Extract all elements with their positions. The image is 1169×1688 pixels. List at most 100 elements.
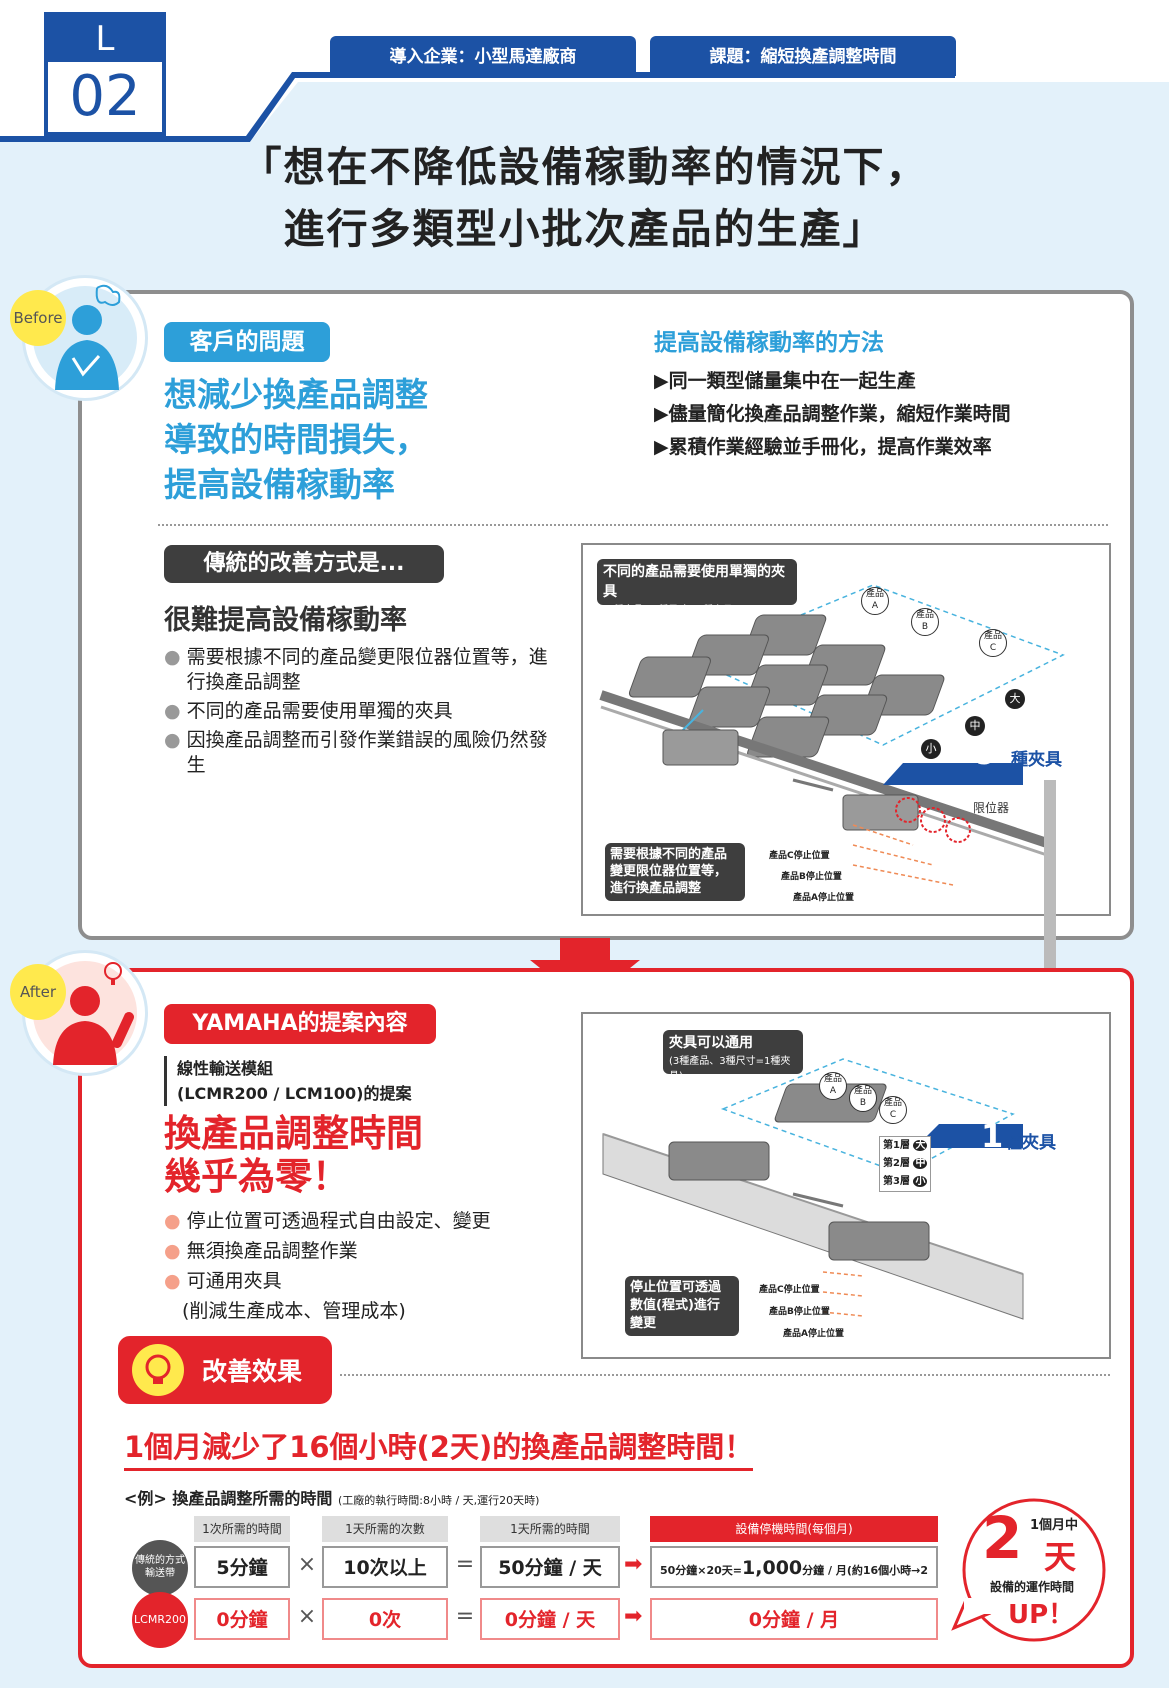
list-item: ●停止位置可透過程式自由設定、變更 [164, 1210, 491, 1232]
row2-result: 0分鐘 / 月 [650, 1598, 938, 1640]
callout-sub: (3種產品、3種尺寸=1種夾具) [669, 1056, 791, 1082]
badge-letter: L [48, 16, 162, 62]
size-small-marker: 小 [913, 1176, 928, 1187]
headline-line: 幾乎為零！ [164, 1155, 349, 1198]
product-a-marker: 產品 A [819, 1072, 847, 1100]
jig-count-number: 9 [975, 734, 998, 772]
traditional-sub: 很難提高設備稼動率 [164, 605, 407, 636]
company-tag: 導入企業：小型馬達廠商 [330, 36, 636, 76]
method-item: ▶同一類型儲量集中在一起生產 [654, 370, 916, 392]
result-bubble [951, 1498, 1106, 1642]
problem-pill: 客戶的問題 [164, 322, 330, 362]
page-title-line2: 進行多類型小批次產品的生產」 [283, 205, 886, 253]
col-head: 1天所需的次數 [322, 1516, 448, 1542]
page-title-line1: 「想在不降低設備稼動率的情況下， [240, 143, 929, 191]
method-list: ▶同一類型儲量集中在一起生產 ▶儘量簡化換產品調整作業，縮短作業時間 ▶累積作業… [654, 365, 1011, 464]
row2-cell: 0分鐘 [194, 1598, 290, 1640]
product-c-marker: 產品 C [979, 629, 1007, 657]
row1-cell: 5分鐘 [194, 1546, 290, 1588]
bubble-up: UP！ [1008, 1600, 1075, 1630]
list-item: ●因換產品調整而引發作業錯誤的風險仍然發生 [164, 728, 554, 778]
stop-a-label: 產品A停止位置 [783, 1329, 844, 1339]
module-line: 線性輸送模組 [177, 1059, 274, 1078]
before-label: Before [10, 290, 66, 346]
layer-legend: 第1層 大 第2層 中 第3層 小 [879, 1136, 932, 1192]
result-big: 1,000 [742, 1557, 803, 1579]
problem-line: 導致的時間損失， [164, 420, 428, 459]
module-desc: 線性輸送模組 (LCMR200 / LCM100)的提案 [164, 1056, 411, 1106]
stop-b-label: 產品B停止位置 [781, 872, 842, 882]
method-title: 提高設備稼動率的方法 [654, 330, 884, 356]
bullet-text: 不同的產品需要使用單獨的夾具 [186, 700, 453, 722]
example-label: <例> 換產品調整所需的時間 [124, 1489, 333, 1508]
list-item: ●可通用夾具 [164, 1270, 282, 1292]
jig-count-number: 1 [981, 1117, 1004, 1155]
idea-person-icon [33, 961, 137, 1065]
row2-cell: 0分鐘 / 天 [480, 1598, 620, 1640]
layer-row: 第3層 小 [883, 1173, 928, 1191]
callout-title: 夾具可以通用 [669, 1035, 753, 1051]
list-item: ●無須換產品調整作業 [164, 1240, 358, 1262]
after-label: After [10, 964, 66, 1020]
row1-label: 傳統的方式 輸送帶 [132, 1540, 188, 1596]
after-bullets: ●停止位置可透過程式自由設定、變更 ●無須換產品調整作業 ●可通用夾具 (削減生… [164, 1206, 491, 1326]
header-lines [0, 72, 1169, 160]
product-c-marker: 產品 C [879, 1096, 907, 1124]
issue-tag: 課題：縮短換產調整時間 [650, 36, 956, 76]
nine-jig-illustration [599, 584, 1065, 886]
problem-line: 想減少換產品調整 [164, 375, 428, 414]
col-head: 設備停機時間(每個月) [650, 1516, 938, 1542]
stop-b-label: 產品B停止位置 [769, 1307, 830, 1317]
row1-cell: 50分鐘 / 天 [480, 1546, 620, 1588]
col-head: 1次所需的時間 [194, 1516, 290, 1542]
list-item: ●需要根據不同的產品變更限位器位置等，進行換產品調整 [164, 645, 554, 695]
list-item: ●不同的產品需要使用單獨的夾具 [164, 700, 453, 722]
jig-count-unit: 種夾具 [1011, 750, 1062, 770]
bullet-text: 因換產品調整而引發作業錯誤的風險仍然發生 [186, 729, 548, 776]
after-headline: 換產品調整時間 幾乎為零！ [164, 1112, 423, 1198]
limiter-label: 限位器 [973, 801, 1010, 815]
bubble-day: 天 [1044, 1538, 1077, 1576]
traditional-bullets: ●需要根據不同的產品變更限位器位置等，進行換產品調整 ●不同的產品需要使用單獨的… [164, 645, 554, 778]
callout-title: 不同的產品需要使用單獨的夾具 [603, 564, 785, 600]
after-note: 停止位置可透過 數值(程式)進行 變更 [625, 1276, 739, 1336]
product-b-marker: 產品 B [911, 608, 939, 636]
divider [158, 524, 1108, 526]
result-arrow: ➡ [624, 1552, 643, 1577]
divider [340, 1374, 1110, 1376]
bubble-desc: 設備的運作時間 [990, 1580, 1075, 1594]
effect-pill-label: 改善效果 [202, 1357, 303, 1386]
row2-label: LCMR200 [132, 1592, 188, 1648]
headline-line: 換產品調整時間 [164, 1112, 423, 1155]
before-callout: 不同的產品需要使用單獨的夾具 (3種產品×3種尺寸=9種夾具) [597, 559, 797, 616]
product-a-marker: 產品 A [861, 587, 889, 615]
problem-line: 提高設備稼動率 [164, 465, 395, 504]
row2-cell: 0次 [322, 1598, 448, 1640]
size-small-marker: 小 [921, 739, 941, 759]
stop-c-label: 產品C停止位置 [769, 851, 830, 861]
layer-label: 第3層 [883, 1176, 910, 1187]
layer-row: 第2層 中 [883, 1155, 928, 1173]
example-note: (工廠的執行時間:8小時 / 天,運行20天時) [337, 1494, 540, 1507]
case-badge: L 02 [44, 12, 166, 136]
jig-grid [628, 614, 945, 758]
note-line: 數值(程式)進行 [630, 1298, 720, 1313]
problem-text: 想減少換產品調整 導致的時間損失， 提高設備稼動率 [164, 372, 428, 507]
times-sign: × [297, 1552, 317, 1577]
col-head: 1天所需的時間 [480, 1516, 620, 1542]
note-line: 進行換產品調整 [610, 881, 702, 896]
note-line: 變更 [630, 1316, 657, 1331]
layer-label: 第1層 [883, 1140, 910, 1151]
module-line: (LCMR200 / LCM100)的提案 [177, 1084, 412, 1103]
layer-row: 第1層 大 [883, 1137, 928, 1155]
proposal-pill: YAMAHA的提案內容 [164, 1004, 436, 1044]
bubble-month: 1個月中 [1030, 1518, 1079, 1533]
method-item: ▶累積作業經驗並手冊化，提高作業效率 [654, 436, 992, 458]
bullet-text: 可通用夾具 [186, 1270, 282, 1292]
size-medium-marker: 中 [965, 716, 985, 736]
bullet-note: (削減生產成本、管理成本) [182, 1300, 406, 1322]
before-note: 需要根據不同的產品 變更限位器位置等， 進行換產品調整 [605, 843, 745, 901]
before-figure: 不同的產品需要使用單獨的夾具 (3種產品×3種尺寸=9種夾具) 產品 A 產品 … [581, 543, 1111, 916]
note-line: 變更限位器位置等， [610, 864, 728, 879]
method-item: ▶儘量簡化換產品調整作業，縮短作業時間 [654, 403, 1011, 425]
